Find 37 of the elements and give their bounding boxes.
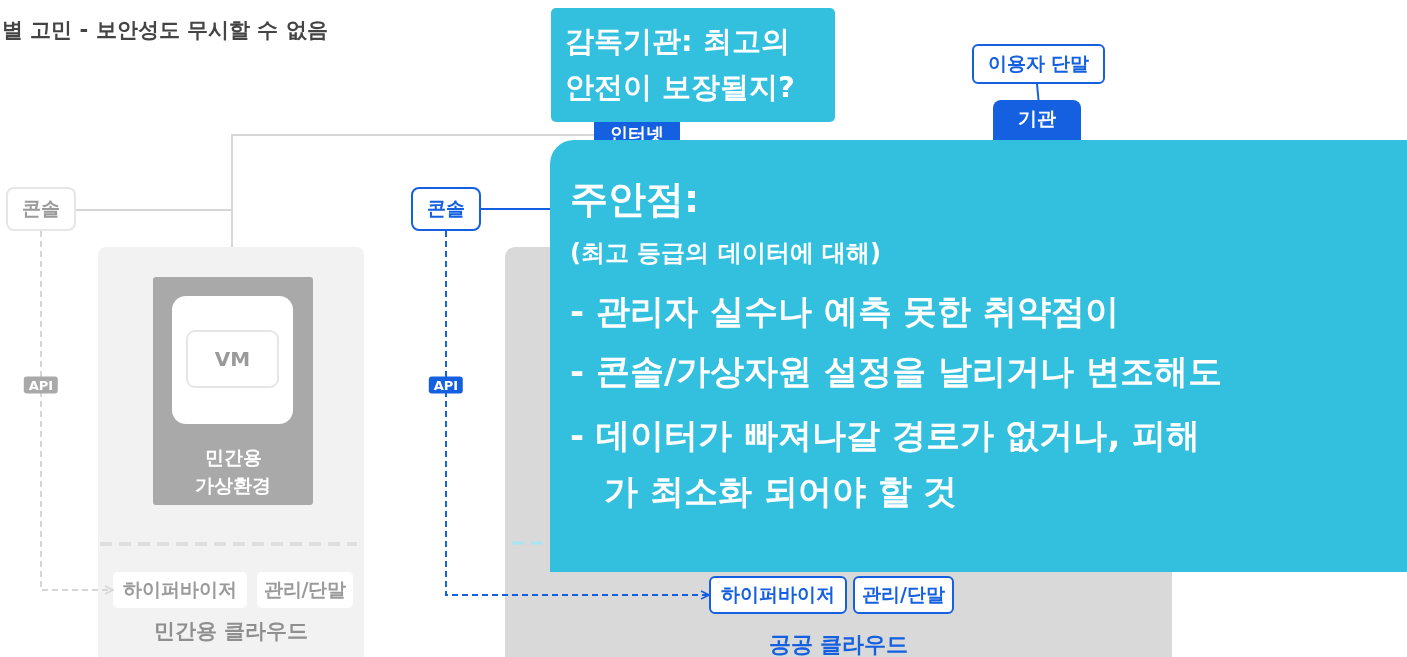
cloud-panel (98, 247, 364, 657)
node-label: 관리/단말 (263, 577, 347, 602)
panel-title: 민간용 클라우드 (152, 618, 310, 645)
hypervisor-box (709, 576, 847, 614)
panel-title: 민간용 가상환경 (194, 445, 272, 498)
panel-title: 공공 클라우드 (767, 631, 910, 657)
management-box (853, 576, 954, 614)
vm-label: VM (186, 330, 279, 388)
connector-line (1036, 83, 1040, 101)
vm-card (172, 296, 293, 424)
edge-label: API (23, 376, 59, 394)
node-label: 하이퍼바이저 (123, 577, 237, 602)
callout-text: - 데이터가 빠져나갈 경로가 없거나, 피해가 최소화 되어야 할 것 (570, 414, 1202, 513)
callout-text: - 콘솔/가상자원 설정을 날리거나 변조해도 (570, 350, 1223, 393)
connector-line (480, 208, 551, 210)
node-label: 기관 (1018, 106, 1056, 131)
callout-text: 감독기관: 최고의 안전이 보장될지? (565, 23, 796, 106)
node-label: 하이퍼바이저 (721, 582, 835, 607)
callout-text: (최고 등급의 데이터에 대해) (570, 238, 882, 269)
cloud-panel (505, 572, 1172, 657)
callout-tooltip (551, 8, 835, 122)
node-label: 콘솔 (427, 196, 465, 221)
callout-tooltip (550, 140, 1407, 572)
node-label: 콘솔 (22, 196, 60, 221)
hypervisor-box (113, 572, 247, 608)
console-box (6, 187, 76, 231)
console-box (411, 187, 481, 231)
edge-label: API (428, 376, 464, 394)
callout-heading: 주안점: (570, 176, 701, 223)
virtual-environment-panel (153, 277, 313, 505)
diagram-title: 별 고민 - 보안성도 무시할 수 없음 (2, 17, 328, 44)
user-terminal-box (972, 44, 1105, 84)
arrow (445, 230, 710, 600)
callout-text: - 관리자 실수나 예측 못한 취약점이 (570, 290, 1121, 333)
node-label: 관리/단말 (862, 582, 945, 607)
arrow (40, 230, 114, 595)
node-label: 이용자 단말 (987, 51, 1090, 76)
